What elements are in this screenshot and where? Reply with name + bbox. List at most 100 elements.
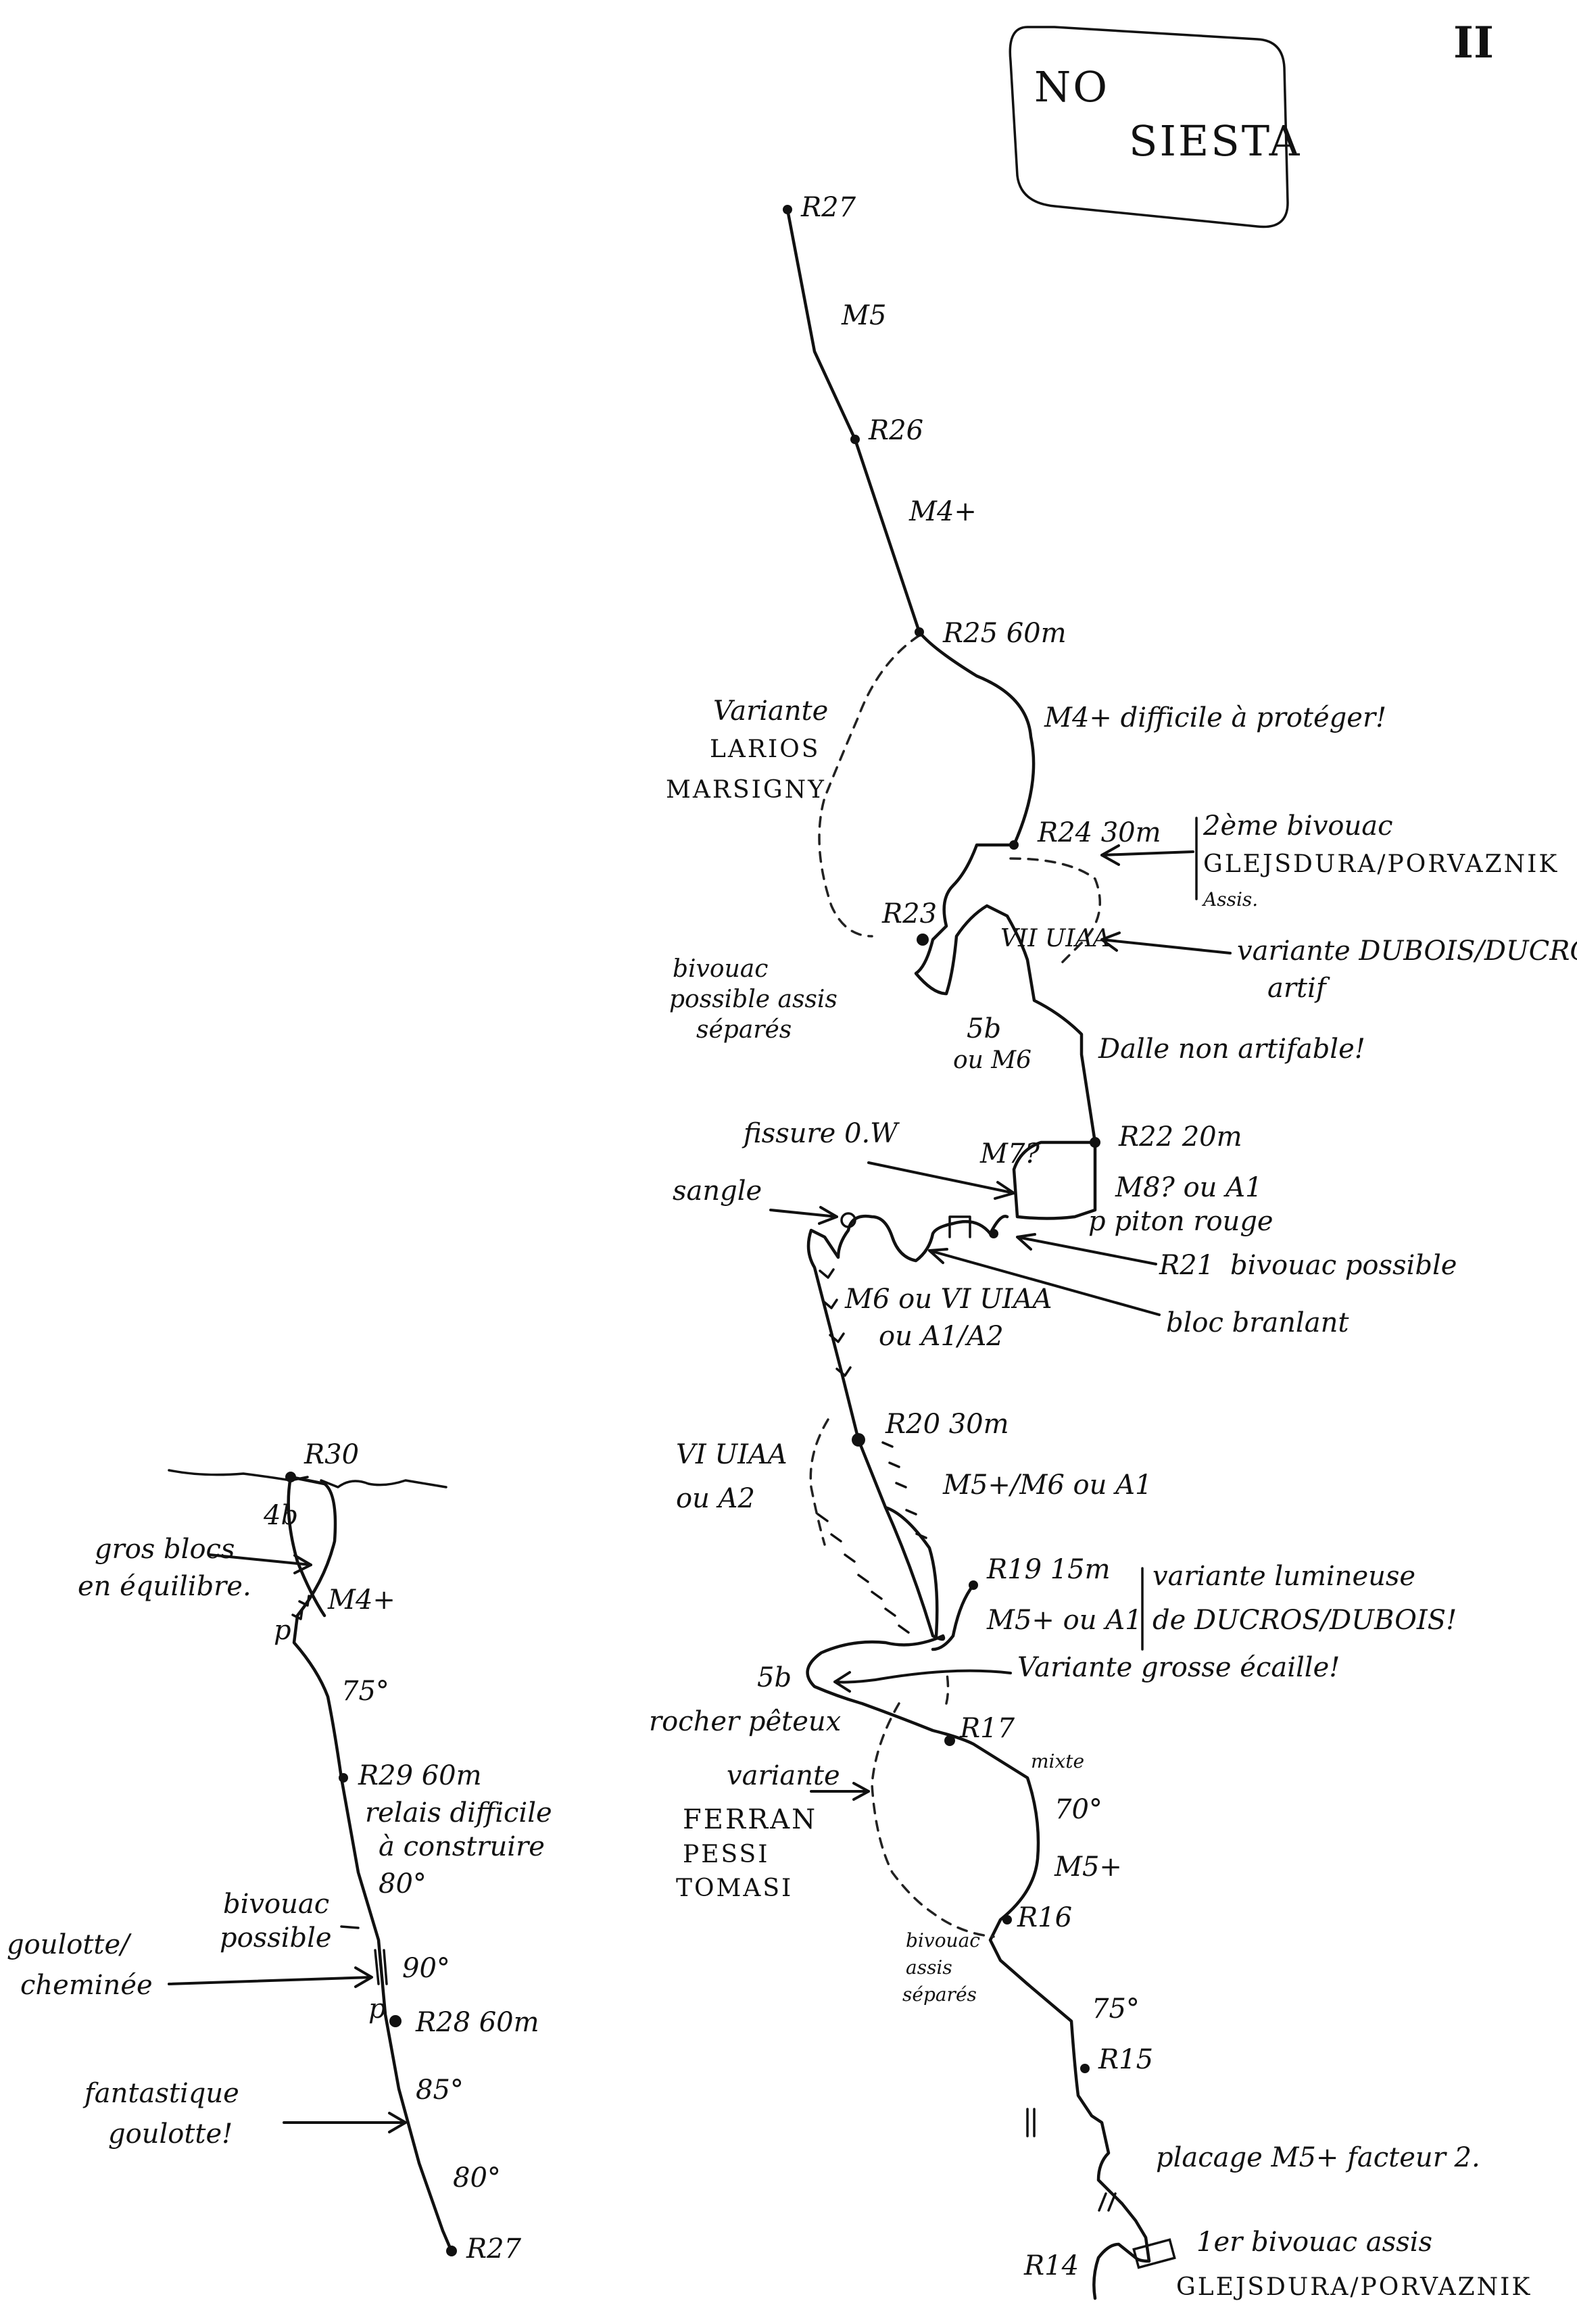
station-r19 bbox=[969, 1580, 978, 1590]
grade-mixte: mixte bbox=[1031, 1750, 1084, 1772]
note-biv2-1: 2ème bivouac bbox=[1203, 810, 1393, 842]
station-r16 bbox=[1002, 1915, 1012, 1924]
left-biv-2: possible bbox=[220, 1922, 332, 1954]
arrow-r21 bbox=[1016, 1233, 1157, 1265]
grade-m5p-a1: M5+ ou A1 bbox=[986, 1605, 1142, 1636]
title-line2: SIESTA bbox=[1129, 116, 1301, 166]
label-r14: R14 bbox=[1023, 2250, 1079, 2281]
left-90: 90° bbox=[402, 1953, 450, 1984]
arrow-bloc bbox=[928, 1248, 1161, 1316]
label-r22: R22 20m bbox=[1118, 1121, 1242, 1153]
note-biv-possible-2: possible assis bbox=[669, 986, 838, 1013]
pitch-gate bbox=[948, 1215, 971, 1238]
station-r29 bbox=[339, 1773, 348, 1783]
grade-70: 70° bbox=[1054, 1794, 1102, 1825]
left-r29-3: à construire bbox=[379, 1831, 545, 1862]
arrow-goul bbox=[168, 1966, 373, 1988]
note-biv1-2: GLEJSDURA/PORVAZNIK bbox=[1176, 2273, 1532, 2301]
note-ferran-3: PESSI bbox=[683, 1841, 769, 1868]
left-75: 75° bbox=[341, 1676, 389, 1707]
note-ferran-4: TOMASI bbox=[676, 1874, 793, 1902]
station-r22 bbox=[1090, 1137, 1100, 1148]
label-r16: R16 bbox=[1017, 1902, 1072, 1933]
arrow-dubois bbox=[1100, 931, 1232, 954]
main-grades: M5 M4+ M4+ difficile à protéger! VII UIA… bbox=[841, 300, 1480, 2173]
label-r15: R15 bbox=[1098, 2044, 1153, 2075]
label-r24: R24 30m bbox=[1037, 817, 1161, 848]
left-fant-2: goulotte! bbox=[108, 2119, 233, 2150]
arrow-ferran bbox=[810, 1782, 870, 1801]
left-labels: R30 R29 60m relais difficile à construir… bbox=[7, 1439, 552, 2265]
grade-piton: p piton rouge bbox=[1088, 1206, 1273, 1237]
grade-m6-vi-2: ou A1/A2 bbox=[879, 1321, 1004, 1352]
grade-m6-vi-1: M6 ou VI UIAA bbox=[844, 1284, 1052, 1315]
label-r26: R26 bbox=[868, 415, 923, 446]
left-goul-1: goulotte/ bbox=[7, 1929, 132, 1960]
note-lumineuse-2: de DUCROS/DUBOIS! bbox=[1153, 1605, 1457, 1636]
left-r29-2: relais difficile bbox=[365, 1797, 552, 1829]
left-stations bbox=[285, 1472, 457, 2256]
note-bloc: bloc branlant bbox=[1166, 1307, 1349, 1338]
note-sangle: sangle bbox=[673, 1176, 762, 1207]
note-larios-3: MARSIGNY bbox=[666, 776, 826, 804]
note-ferran-2: FERRAN bbox=[683, 1804, 817, 1835]
note-larios-2: LARIOS bbox=[710, 735, 820, 763]
title-box: NO SIESTA bbox=[1009, 26, 1301, 228]
station-r27 bbox=[783, 205, 792, 214]
station-r14-ledge bbox=[1132, 2238, 1176, 2269]
note-vi-a2-1: VI UIAA bbox=[676, 1439, 787, 1470]
grade-m8-a1: M8? ou A1 bbox=[1115, 1172, 1262, 1203]
note-fissure: fissure 0.W bbox=[742, 1118, 900, 1149]
station-r28 bbox=[389, 2015, 402, 2027]
left-blocs-1: gros blocs bbox=[95, 1534, 235, 1565]
label-r20: R20 30m bbox=[885, 1409, 1009, 1440]
left-80: 80° bbox=[379, 1868, 427, 1899]
grade-5b: 5b bbox=[967, 1013, 1001, 1044]
title-line1: NO bbox=[1034, 62, 1109, 112]
note-rocher-1: 5b bbox=[757, 1662, 792, 1693]
main-route-variants bbox=[809, 634, 1102, 1938]
arrow-biv2 bbox=[1100, 844, 1194, 866]
note-rocher-2: rocher pêteux bbox=[649, 1706, 841, 1737]
note-biv-r16-1: bivouac bbox=[906, 1929, 980, 1952]
left-route-line bbox=[168, 1469, 455, 2256]
note-biv-possible-1: bivouac bbox=[673, 955, 768, 983]
left-fant-1: fantastique bbox=[82, 2078, 239, 2109]
note-ecaille: Variante grosse écaille! bbox=[1017, 1652, 1340, 1683]
station-r30 bbox=[285, 1472, 296, 1482]
station-r26 bbox=[850, 435, 860, 444]
grade-m6: ou M6 bbox=[953, 1046, 1032, 1074]
left-r27: R27 bbox=[466, 2233, 522, 2265]
grade-m4p-hard: M4+ difficile à protéger! bbox=[1044, 702, 1386, 733]
label-r27: R27 bbox=[800, 192, 856, 223]
station-r21 bbox=[989, 1229, 998, 1238]
left-p: p bbox=[274, 1615, 291, 1646]
left-r30: R30 bbox=[304, 1439, 359, 1470]
left-goul-2: cheminée bbox=[20, 1970, 153, 2001]
station-r27-left bbox=[446, 2246, 457, 2256]
note-dubois-2: artif bbox=[1267, 973, 1330, 1004]
note-biv-r16-3: séparés bbox=[902, 1983, 977, 2006]
sangle-ring bbox=[840, 1212, 856, 1228]
main-station-labels: R27 R26 R25 60m R24 30m R23 R22 20m R21 … bbox=[800, 192, 1242, 2281]
note-lumineuse-1: variante lumineuse bbox=[1153, 1561, 1415, 1592]
note-biv2-2: GLEJSDURA/PORVAZNIK bbox=[1203, 850, 1559, 878]
station-r23 bbox=[917, 934, 929, 946]
grade-m5p-m6-a1: M5+/M6 ou A1 bbox=[942, 1470, 1152, 1501]
label-r17: R17 bbox=[959, 1713, 1015, 1744]
note-larios-1: Variante bbox=[713, 696, 828, 727]
arrow-sangle bbox=[769, 1206, 838, 1225]
left-blocs-2: en équilibre. bbox=[78, 1571, 251, 1602]
main-stations bbox=[783, 205, 1176, 2269]
left-p2: p bbox=[368, 1993, 386, 2025]
arrow-fissure bbox=[867, 1161, 1015, 1200]
station-r15 bbox=[1080, 2064, 1090, 2073]
left-r29-1: R29 60m bbox=[358, 1760, 482, 1791]
left-4b: 4b bbox=[263, 1500, 298, 1531]
label-r23: R23 bbox=[881, 898, 937, 929]
grade-dalle: Dalle non artifable! bbox=[1098, 1034, 1365, 1065]
grade-m5: M5 bbox=[841, 300, 886, 331]
label-r21: R21 bbox=[1159, 1250, 1214, 1281]
arrow-ecaille bbox=[833, 1669, 1012, 1693]
